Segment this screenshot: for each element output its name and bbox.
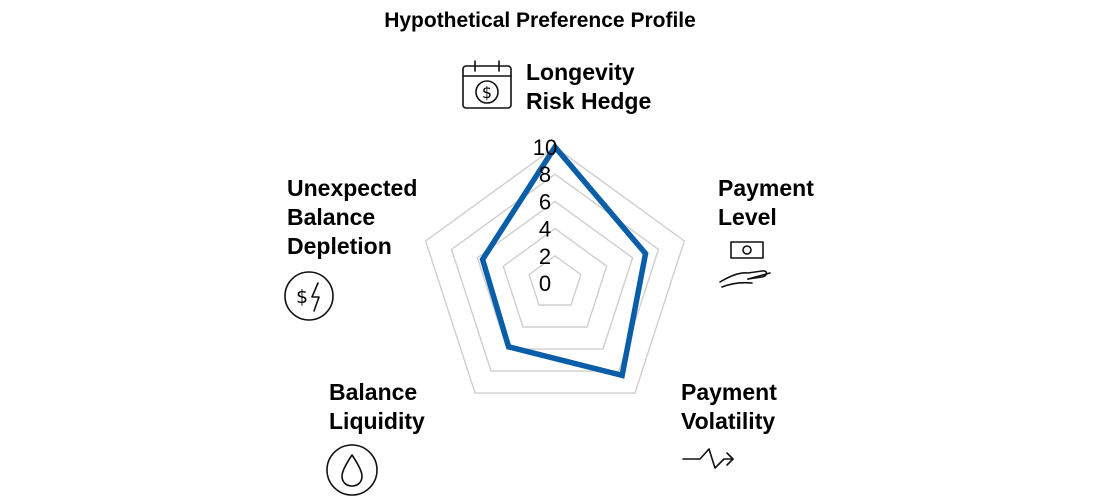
chart-title: Hypothetical Preference Profile bbox=[384, 9, 696, 32]
axis-label-line: Depletion bbox=[287, 233, 392, 259]
series-group bbox=[479, 142, 649, 379]
svg-text:$: $ bbox=[296, 286, 308, 308]
axis-label-line: Balance bbox=[329, 379, 417, 405]
tick-label: 8 bbox=[539, 162, 551, 187]
series-line bbox=[479, 142, 649, 379]
hand-holding-cash-icon bbox=[719, 241, 771, 288]
data-point bbox=[645, 253, 647, 255]
zigzag-arrow-icon bbox=[682, 448, 734, 469]
tick-label: 6 bbox=[539, 189, 551, 214]
data-point bbox=[621, 374, 623, 376]
grid-ring bbox=[450, 173, 660, 372]
data-point bbox=[508, 346, 510, 348]
calendar-dollar-icon: $ bbox=[462, 60, 512, 109]
grid-ring bbox=[528, 254, 582, 306]
tick-label: 10 bbox=[533, 135, 557, 160]
axis-label-line: Payment bbox=[718, 175, 814, 201]
tick-label: 0 bbox=[539, 271, 551, 296]
axis-label-line: Unexpected bbox=[287, 175, 417, 201]
axis-label-line: Payment bbox=[681, 379, 777, 405]
tick-label: 2 bbox=[539, 244, 551, 269]
axis-label-line: Liquidity bbox=[329, 408, 425, 434]
axis-label-line: Volatility bbox=[681, 408, 775, 434]
axis-label-line: Balance bbox=[287, 204, 375, 230]
dollar-lightning-icon: $ bbox=[284, 271, 334, 321]
axis-label-line: Risk Hedge bbox=[526, 88, 651, 114]
axis-label-line: Level bbox=[718, 204, 777, 230]
axis-label-line: Longevity bbox=[526, 59, 635, 85]
tick-label: 4 bbox=[539, 217, 551, 242]
grid-ring bbox=[502, 227, 608, 328]
radar-grid bbox=[424, 146, 686, 394]
data-point bbox=[554, 146, 556, 148]
water-drop-icon bbox=[326, 444, 378, 496]
data-point bbox=[482, 258, 484, 260]
svg-text:$: $ bbox=[482, 83, 492, 102]
grid-ring bbox=[424, 146, 686, 394]
